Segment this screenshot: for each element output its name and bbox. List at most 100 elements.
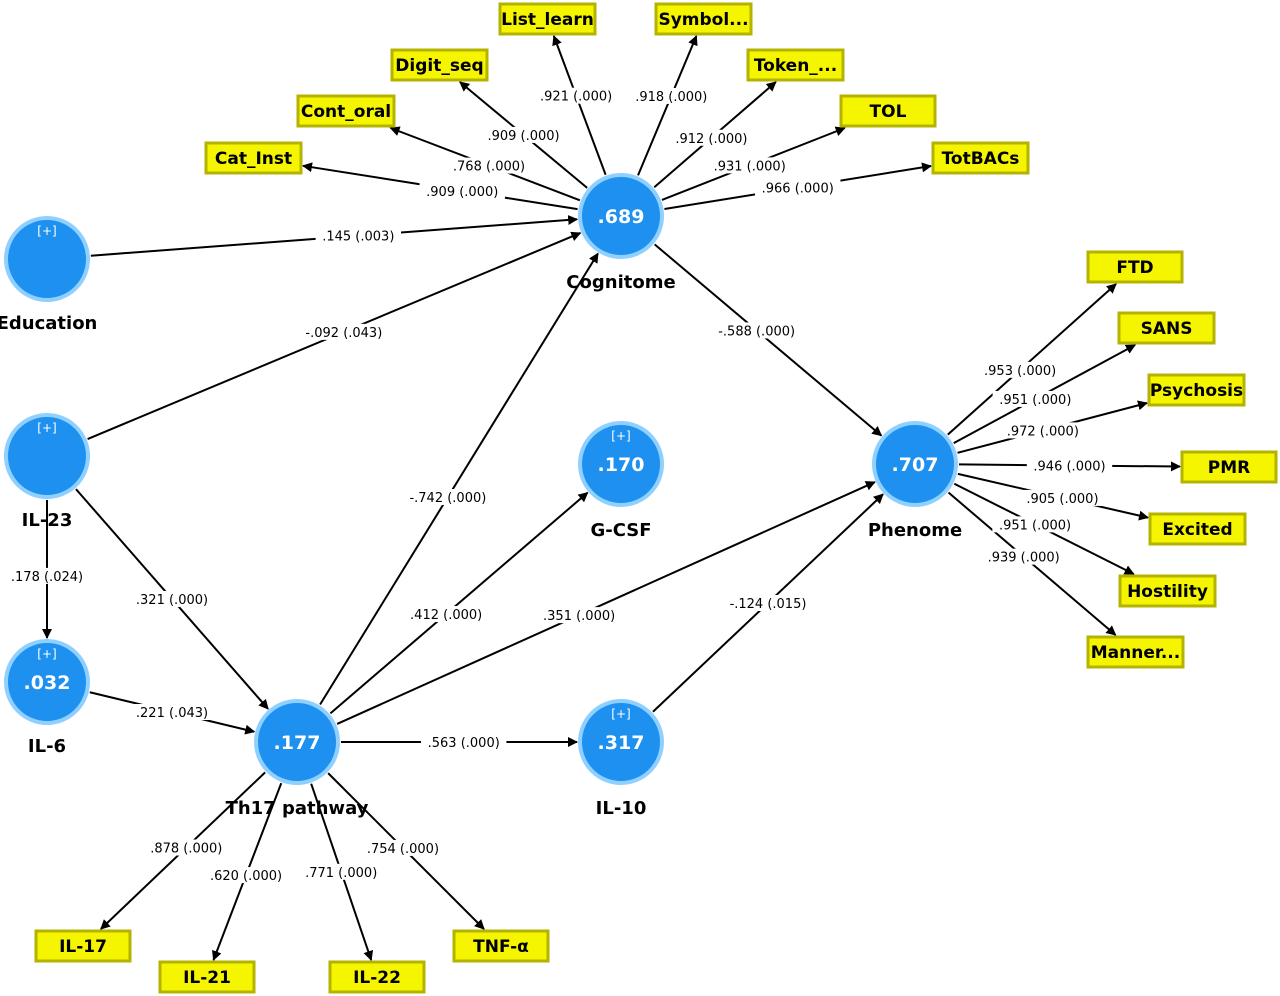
indicator-box[interactable] [158, 960, 256, 994]
indicator-box[interactable] [1117, 311, 1216, 345]
edge-label-background [403, 606, 489, 623]
edge-label-background [421, 734, 507, 750]
edge-label-th17_il17: .878 (.000) [143, 839, 229, 857]
edge-coefficient: -.588 (.000) [718, 324, 795, 339]
indicator-pmr[interactable]: PMR [1180, 450, 1278, 484]
r-squared-value: .032 [24, 672, 71, 694]
latent-circle[interactable] [4, 413, 90, 499]
latent-circle[interactable] [254, 699, 340, 785]
indicator-totbacs[interactable]: TotBACs [931, 141, 1030, 175]
edge-coefficient: .221 (.043) [136, 706, 208, 721]
edge-label-cog_cont: .768 (.000) [446, 157, 532, 175]
edge-coefficient: .563 (.000) [428, 736, 500, 751]
indicator-il21[interactable]: IL-21 [158, 960, 256, 994]
indicator-box[interactable] [1180, 450, 1278, 484]
indicator-symbol[interactable]: Symbol... [654, 2, 753, 36]
edge-label-background [668, 129, 755, 146]
indicator-cont_oral[interactable]: Cont_oral [296, 94, 396, 128]
indicator-box[interactable] [498, 2, 597, 36]
r-squared-value: .177 [274, 732, 321, 754]
edge-th17_phen [336, 481, 876, 725]
latent-circle[interactable] [578, 421, 664, 507]
indicator-manner[interactable]: Manner... [1086, 635, 1185, 669]
indicator-box[interactable] [296, 94, 396, 128]
latent-circle[interactable] [872, 421, 958, 507]
indicator-box[interactable] [1148, 512, 1247, 546]
indicator-label: Symbol... [658, 10, 748, 30]
indicator-label: PMR [1208, 458, 1250, 478]
latent-node-il23[interactable]: [+]IL-23 [4, 413, 90, 531]
latent-circle[interactable] [578, 173, 664, 259]
edge-coefficient: .905 (.000) [1026, 492, 1098, 507]
latent-circle[interactable] [4, 216, 90, 302]
expand-toggle[interactable]: [+] [37, 647, 56, 661]
edge-label-edu_cog: .145 (.003) [315, 227, 402, 245]
edge-label-cog_symbol: .918 (.000) [628, 87, 714, 105]
edge-label-il23_th17: .321 (.000) [129, 591, 215, 608]
indicator-tol[interactable]: TOL [839, 94, 937, 128]
indicator-excited[interactable]: Excited [1148, 512, 1247, 546]
latent-name: Th17 pathway [226, 798, 369, 819]
edge-cog_symbol [637, 35, 698, 176]
edge-coefficient: .754 (.000) [367, 842, 439, 857]
edge-label-il23_cog: -.092 (.043) [297, 323, 391, 341]
indicator-box[interactable] [746, 48, 845, 82]
latent-circle[interactable] [578, 699, 664, 785]
indicator-token[interactable]: Token_... [746, 48, 845, 82]
expand-toggle[interactable]: [+] [611, 707, 630, 721]
edge-coefficient: -.124 (.015) [730, 597, 807, 612]
indicator-il17[interactable]: IL-17 [34, 929, 132, 963]
indicator-box[interactable] [1086, 250, 1184, 284]
indicator-tnfa[interactable]: TNF-α [452, 929, 550, 963]
edge-coefficient: .321 (.000) [136, 593, 208, 608]
indicator-box[interactable] [390, 48, 489, 82]
indicator-cat_inst[interactable]: Cat_Inst [204, 141, 303, 175]
edge-labels-layer: .909 (.000).768 (.000).909 (.000).921 (.… [4, 87, 1113, 884]
indicator-digit_seq[interactable]: Digit_seq [390, 48, 489, 82]
indicator-box[interactable] [1086, 635, 1185, 669]
indicator-label: SANS [1141, 319, 1193, 339]
expand-toggle[interactable]: [+] [611, 429, 630, 443]
edge-label-background [143, 839, 229, 856]
indicator-box[interactable] [1147, 373, 1246, 407]
expand-toggle[interactable]: [+] [37, 421, 56, 435]
edge-label-background [992, 516, 1078, 533]
indicator-box[interactable] [1118, 574, 1217, 608]
indicator-box[interactable] [328, 960, 426, 994]
indicator-box[interactable] [34, 929, 132, 963]
edge-coefficient: .921 (.000) [540, 90, 612, 105]
edge-label-background [1000, 422, 1086, 439]
expand-toggle[interactable]: [+] [37, 224, 56, 238]
indicator-ftd[interactable]: FTD [1086, 250, 1184, 284]
edge-th17_gcsf [329, 491, 589, 715]
indicator-label: IL-22 [353, 968, 401, 988]
indicator-box[interactable] [452, 929, 550, 963]
latent-circle[interactable] [4, 639, 90, 725]
edge-coefficient: .909 (.000) [426, 185, 498, 200]
edge-label-th17_il10: .563 (.000) [421, 734, 507, 751]
indicator-list_learn[interactable]: List_learn [498, 2, 597, 36]
indicator-psychosis[interactable]: Psychosis [1147, 373, 1246, 407]
indicator-box[interactable] [931, 141, 1030, 175]
indicator-sans[interactable]: SANS [1117, 311, 1216, 345]
latent-node-education[interactable]: [+]Education [0, 216, 97, 334]
indicator-hostility[interactable]: Hostility [1118, 574, 1217, 608]
edge-label-cog_cat: .909 (.000) [419, 182, 505, 200]
edge-label-phen_pmr: .946 (.000) [1026, 457, 1113, 474]
edge-label-cog_phen: -.588 (.000) [710, 322, 804, 339]
edge-label-phen_ftd: .953 (.000) [977, 361, 1063, 379]
edge-coefficient: -.092 (.043) [305, 326, 382, 341]
indicator-box[interactable] [839, 94, 937, 128]
edge-coefficient: .768 (.000) [453, 160, 525, 175]
indicator-box[interactable] [204, 141, 303, 175]
indicator-box[interactable] [654, 2, 753, 36]
edge-label-background [1019, 489, 1106, 506]
indicator-il22[interactable]: IL-22 [328, 960, 426, 994]
